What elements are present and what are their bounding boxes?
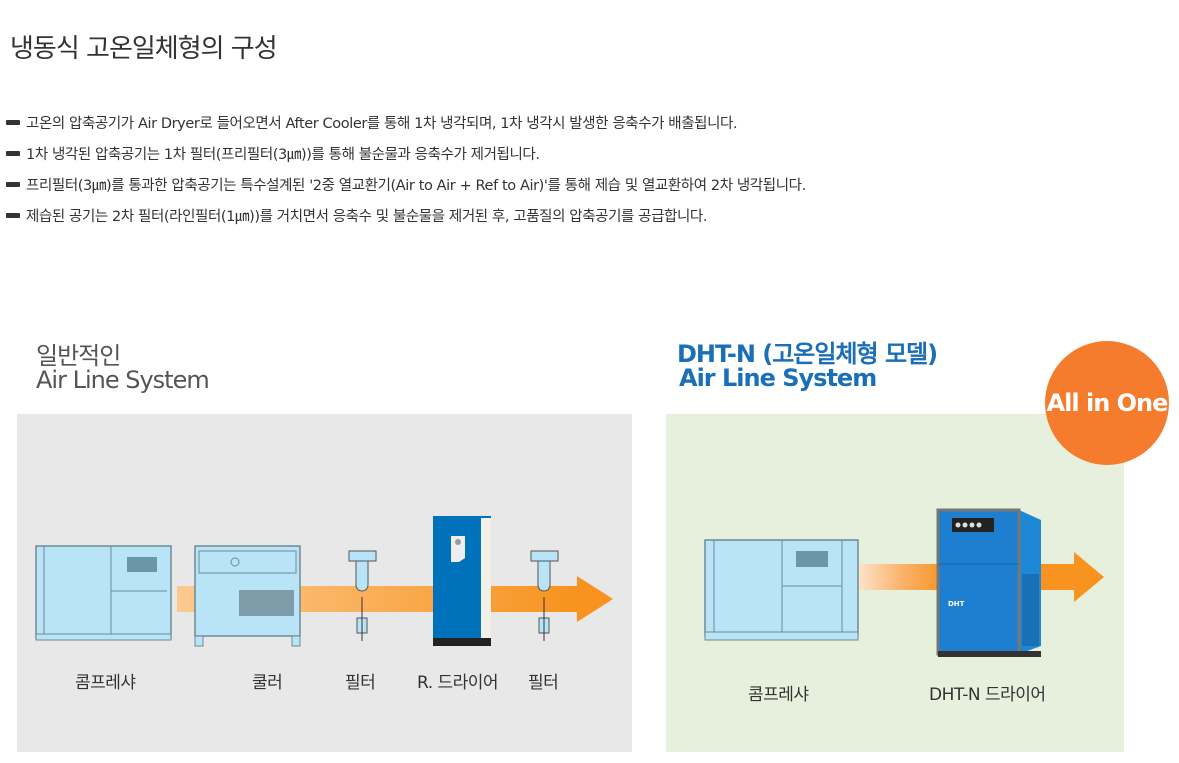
cooler-icon [194,545,301,647]
dht-n-system-panel: DHT 콤프레샤 DHT-N 드라이어 [666,414,1124,752]
filter-icon [530,550,559,641]
bullet-item: 1차 냉각된 압축공기는 1차 필터(프리필터(3㎛))를 통해 불순물과 응축… [6,143,540,164]
general-system-panel: 콤프레샤 쿨러 필터 R. 드라이어 필터 [17,414,632,752]
bullet-item: 고온의 압축공기가 Air Dryer로 들어오면서 After Cooler를… [6,112,738,133]
bullet-text: 고온의 압축공기가 Air Dryer로 들어오면서 After Cooler를… [26,116,738,132]
all-in-one-badge: All in One [1045,341,1169,465]
dash-icon [6,151,20,156]
dht-n-system-diagram [704,508,1104,657]
filter-icon [348,550,377,641]
dht-n-dryer-icon [936,508,1041,657]
compressor-icon [704,539,859,641]
compressor-icon [35,545,172,641]
label-filter: 필터 [345,673,376,693]
dash-icon [6,182,20,187]
right-subheading: Air Line System [679,364,877,392]
refrigerated-dryer-icon [433,516,491,646]
dash-icon [6,120,20,125]
label-filter-2: 필터 [528,673,559,693]
flow-arrow [856,552,1104,602]
bullet-text: 프리필터(3㎛)를 통과한 압축공기는 특수설계된 '2중 열교환기(Air t… [26,178,806,194]
general-system-diagram [35,516,613,647]
label-compressor: 콤프레샤 [748,685,809,705]
page-title: 냉동식 고온일체형의 구성 [10,34,278,64]
left-subheading: Air Line System [36,366,210,394]
left-heading: 일반적인 [36,342,121,370]
bullet-item: 프리필터(3㎛)를 통과한 압축공기는 특수설계된 '2중 열교환기(Air t… [6,174,806,195]
dht-logo: DHT [948,600,965,608]
label-r-dryer: R. 드라이어 [417,673,499,693]
dash-icon [6,213,20,218]
label-compressor: 콤프레샤 [75,673,136,693]
right-heading: DHT-N (고온일체형 모델) [677,340,938,368]
bullet-text: 1차 냉각된 압축공기는 1차 필터(프리필터(3㎛))를 통해 불순물과 응축… [26,147,540,163]
bullet-item: 제습된 공기는 2차 필터(라인필터(1㎛))를 거치면서 응축수 및 불순물을… [6,205,707,226]
label-dht-n-dryer: DHT-N 드라이어 [929,685,1046,705]
label-cooler: 쿨러 [252,673,283,693]
bullet-text: 제습된 공기는 2차 필터(라인필터(1㎛))를 거치면서 응축수 및 불순물을… [26,209,708,225]
